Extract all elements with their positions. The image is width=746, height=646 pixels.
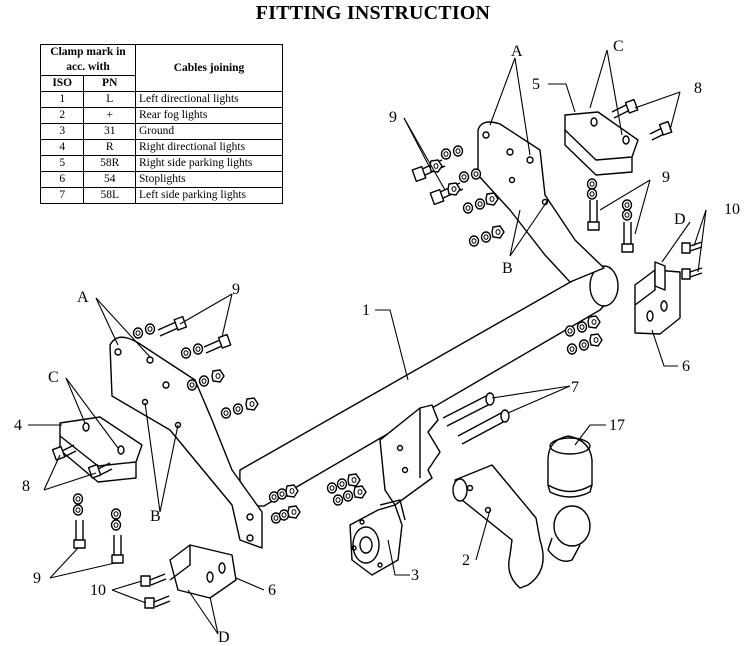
bolts-9-top-left [411,159,464,206]
ball-cover [547,435,593,498]
label-9-bottom: 9 [33,570,41,587]
label-9-left: 9 [232,281,240,298]
label-7: 7 [571,379,579,396]
ball-arm-assembly [379,404,591,589]
label-b-top: B [502,260,513,277]
label-c-left: C [48,369,59,386]
label-4: 4 [14,417,22,434]
clamp-5 [564,111,639,176]
desc-cell: Right side parking lights [135,155,283,172]
bolts-9-left [157,315,232,354]
pn-cell: 58R [83,155,136,172]
bolts-10 [140,241,703,609]
label-3: 3 [411,567,419,584]
label-8-left: 8 [22,478,30,495]
left-side-bracket [109,336,263,549]
bolts-7 [442,392,510,445]
bolts-8-top [611,98,673,141]
label-a-top: A [511,43,523,60]
bracket-6-right [634,261,681,335]
label-6-bottom: 6 [268,582,276,599]
label-1: 1 [362,302,370,319]
label-10-top: 10 [724,201,740,218]
leader-lines [28,49,707,635]
clamp-4 [59,416,143,483]
bolts-9-bottom [73,520,124,564]
label-d-bottom: D [218,629,230,646]
label-5: 5 [532,76,540,93]
label-b-bottom: B [150,508,161,525]
label-a-left: A [77,289,89,306]
part-labels: A C 5 8 9 9 B D 10 1 A 9 6 C 4 7 8 17 B … [14,38,740,646]
label-9-top-right: 9 [662,169,670,186]
desc-cell: Left side parking lights [135,187,283,204]
label-2: 2 [462,552,470,569]
label-8-top: 8 [694,80,702,97]
label-d-top: D [674,211,686,228]
pn-header: PN [83,75,136,92]
clamp-mark-header: Clamp mark in acc. with [40,44,136,76]
label-6-right: 6 [682,358,690,375]
label-9-top-left: 9 [389,109,397,126]
bolts-9-top-right [587,200,634,253]
cable-table: Clamp mark in acc. with Cables joining I… [39,44,283,204]
iso-cell: 7 [39,187,85,204]
bracket-6-left [169,544,237,599]
label-c-top: C [613,38,624,55]
electrical-socket [349,499,406,576]
label-10-bottom: 10 [90,582,106,599]
table-row: 2+Rear fog lights [39,107,283,124]
label-17: 17 [609,417,625,434]
page-title: FITTING INSTRUCTION [255,2,491,24]
